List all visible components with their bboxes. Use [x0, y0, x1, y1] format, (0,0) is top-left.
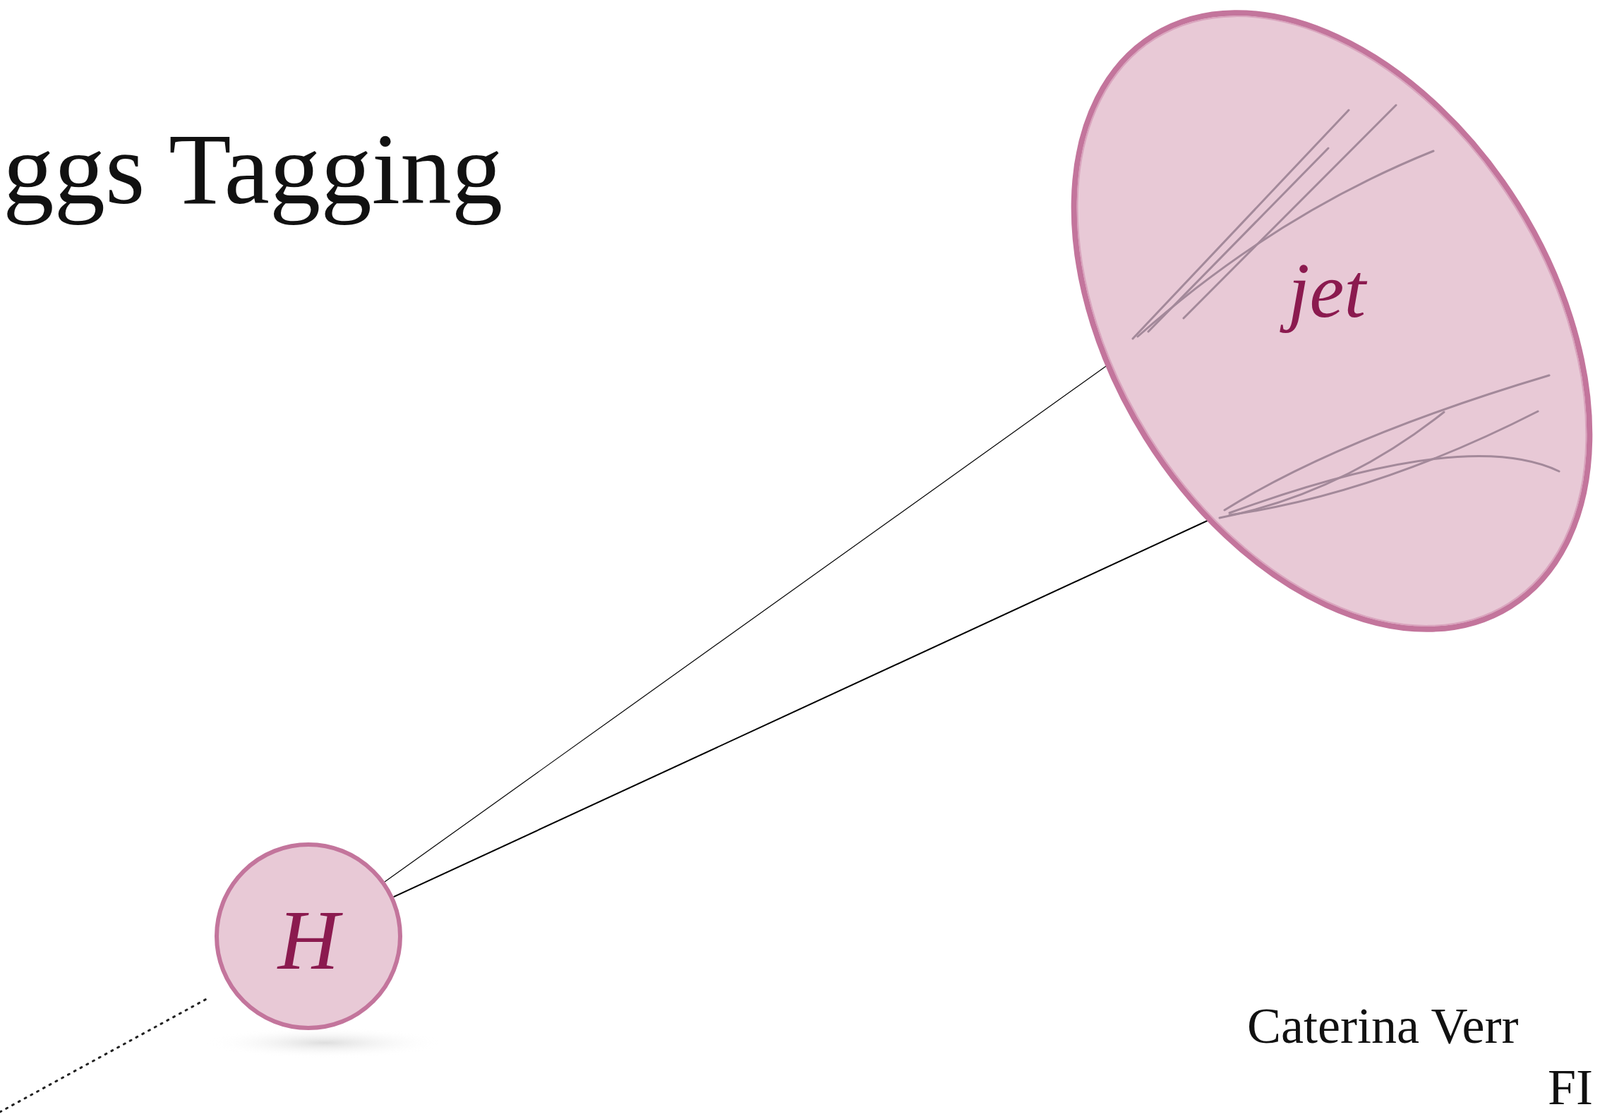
- particle-track: [1137, 151, 1434, 337]
- author-name: Caterina Verr: [1247, 1000, 1519, 1052]
- node-label: H: [278, 898, 340, 984]
- slide-title: ggs Tagging: [2, 117, 503, 221]
- higgs-disc: [216, 844, 401, 1029]
- particle-track: [1219, 412, 1445, 519]
- higgs-circle: H: [213, 841, 403, 1032]
- jet-cone: jet: [1070, 3, 1593, 639]
- particle-track: [1229, 411, 1538, 516]
- jet-ellipse: [966, 0, 1600, 723]
- particle-track: [1224, 375, 1550, 511]
- decay-line: [393, 515, 1220, 898]
- jet-rim: [971, 0, 1600, 718]
- circle-shadow: [204, 1027, 445, 1059]
- decay-line: [384, 341, 1141, 883]
- affiliation: FI: [1547, 1062, 1593, 1114]
- node-label: jet: [1288, 251, 1366, 330]
- incoming-dotted-line: [0, 997, 209, 1113]
- particle-track: [1229, 456, 1560, 514]
